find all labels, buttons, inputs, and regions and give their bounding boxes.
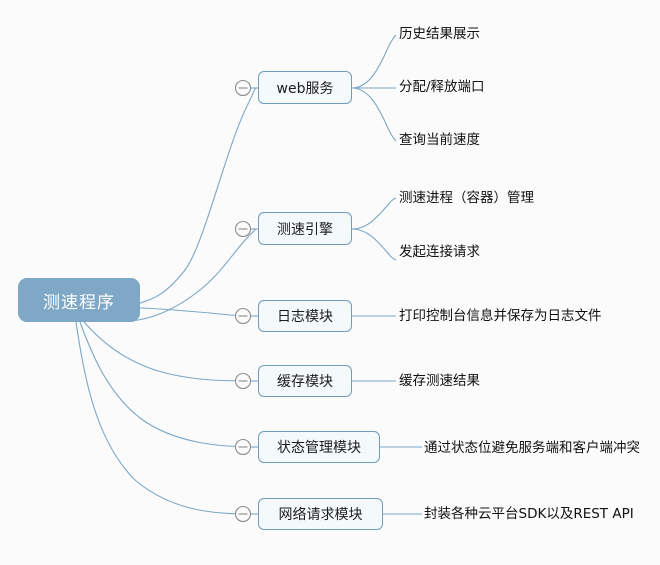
leaf-label-cache-detail[interactable]: 缓存测速结果 — [399, 373, 480, 389]
collapse-minus-icon-cache[interactable] — [234, 372, 252, 390]
leaf-label-port[interactable]: 分配/释放端口 — [399, 79, 485, 95]
root-node[interactable]: 测速程序 — [18, 278, 140, 322]
collapse-minus-icon-log[interactable] — [234, 307, 252, 325]
branch-connector-state — [79, 321, 257, 448]
leaf-label-log-detail[interactable]: 打印控制台信息并保存为日志文件 — [399, 308, 602, 324]
branch-connector-cache — [83, 321, 257, 382]
leaf-connector-connect — [351, 228, 397, 261]
branch-node-log[interactable]: 日志模块 — [258, 300, 352, 332]
collapse-minus-icon-engine[interactable] — [234, 220, 252, 238]
collapse-minus-icon-web-service[interactable] — [234, 79, 252, 97]
branch-node-engine[interactable]: 测速引擎 — [258, 212, 352, 245]
collapse-minus-icon-state[interactable] — [234, 438, 252, 456]
branch-node-web-service[interactable]: web服务 — [258, 71, 352, 104]
branch-node-network[interactable]: 网络请求模块 — [258, 498, 383, 530]
branch-connector-engine — [128, 228, 257, 322]
leaf-label-process[interactable]: 测速进程（容器）管理 — [399, 190, 534, 206]
leaf-connector-process — [351, 197, 397, 230]
leaf-label-connect[interactable]: 发起连接请求 — [399, 244, 480, 260]
leaf-label-speed[interactable]: 查询当前速度 — [399, 132, 480, 148]
leaf-label-history[interactable]: 历史结果展示 — [399, 26, 480, 42]
collapse-minus-icon-network[interactable] — [234, 505, 252, 523]
leaf-connector-history — [351, 34, 397, 89]
branch-connector-web-service — [139, 87, 257, 304]
branch-connector-network — [75, 321, 257, 515]
leaf-label-state-detail[interactable]: 通过状态位避免服务端和客户端冲突 — [424, 440, 640, 456]
branch-node-state[interactable]: 状态管理模块 — [258, 431, 380, 463]
leaf-connector-speed — [351, 87, 397, 142]
branch-node-cache[interactable]: 缓存模块 — [258, 365, 352, 397]
leaf-label-network-detail[interactable]: 封装各种云平台SDK以及REST API — [424, 506, 634, 522]
